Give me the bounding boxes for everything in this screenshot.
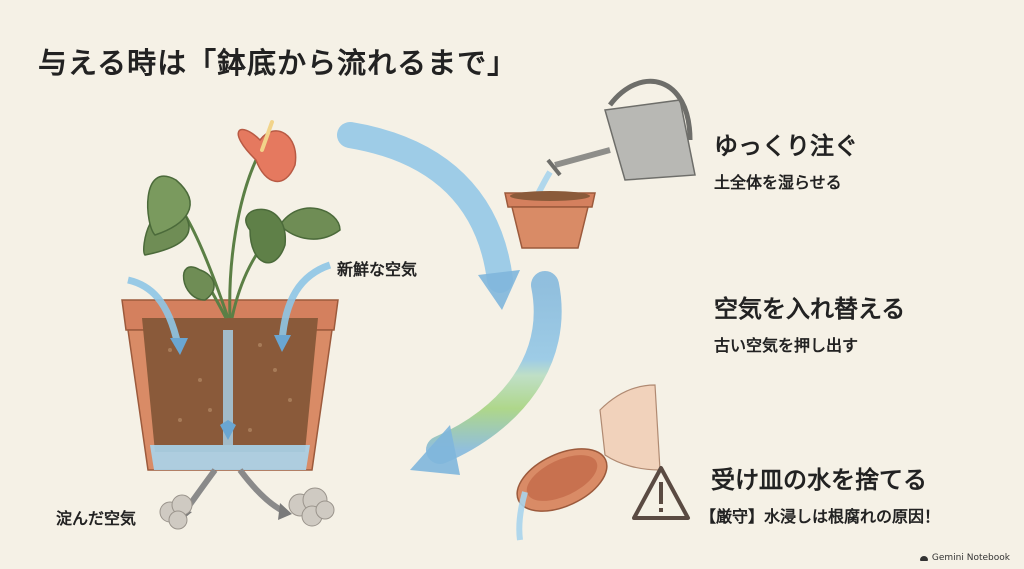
step-3-subtitle: 【厳守】水浸しは根腐れの原因！ bbox=[700, 507, 941, 526]
page-title: 与える時は「鉢底から流れるまで」 bbox=[38, 46, 518, 80]
warning-icon bbox=[632, 466, 690, 520]
step-2-subtitle: 古い空気を押し出す bbox=[714, 336, 859, 355]
step-1-title: ゆっくり注ぐ bbox=[714, 132, 858, 160]
branding: Gemini Notebook bbox=[919, 553, 1010, 563]
fresh-air-label: 新鮮な空気 bbox=[337, 260, 418, 279]
branding-text: Gemini Notebook bbox=[931, 553, 1010, 563]
notebook-logo-icon bbox=[919, 555, 928, 561]
step-2-title: 空気を入れ替える bbox=[714, 295, 906, 323]
step-3-title: 受け皿の水を捨てる bbox=[711, 466, 927, 494]
watering-can-illustration bbox=[504, 78, 696, 249]
saucer-illustration bbox=[516, 384, 661, 541]
flow-arrow bbox=[337, 122, 562, 475]
potted-plant-illustration bbox=[121, 120, 341, 530]
stale-air-label: 淀んだ空気 bbox=[56, 509, 137, 528]
step-1-subtitle: 土全体を湿らせる bbox=[714, 173, 842, 192]
